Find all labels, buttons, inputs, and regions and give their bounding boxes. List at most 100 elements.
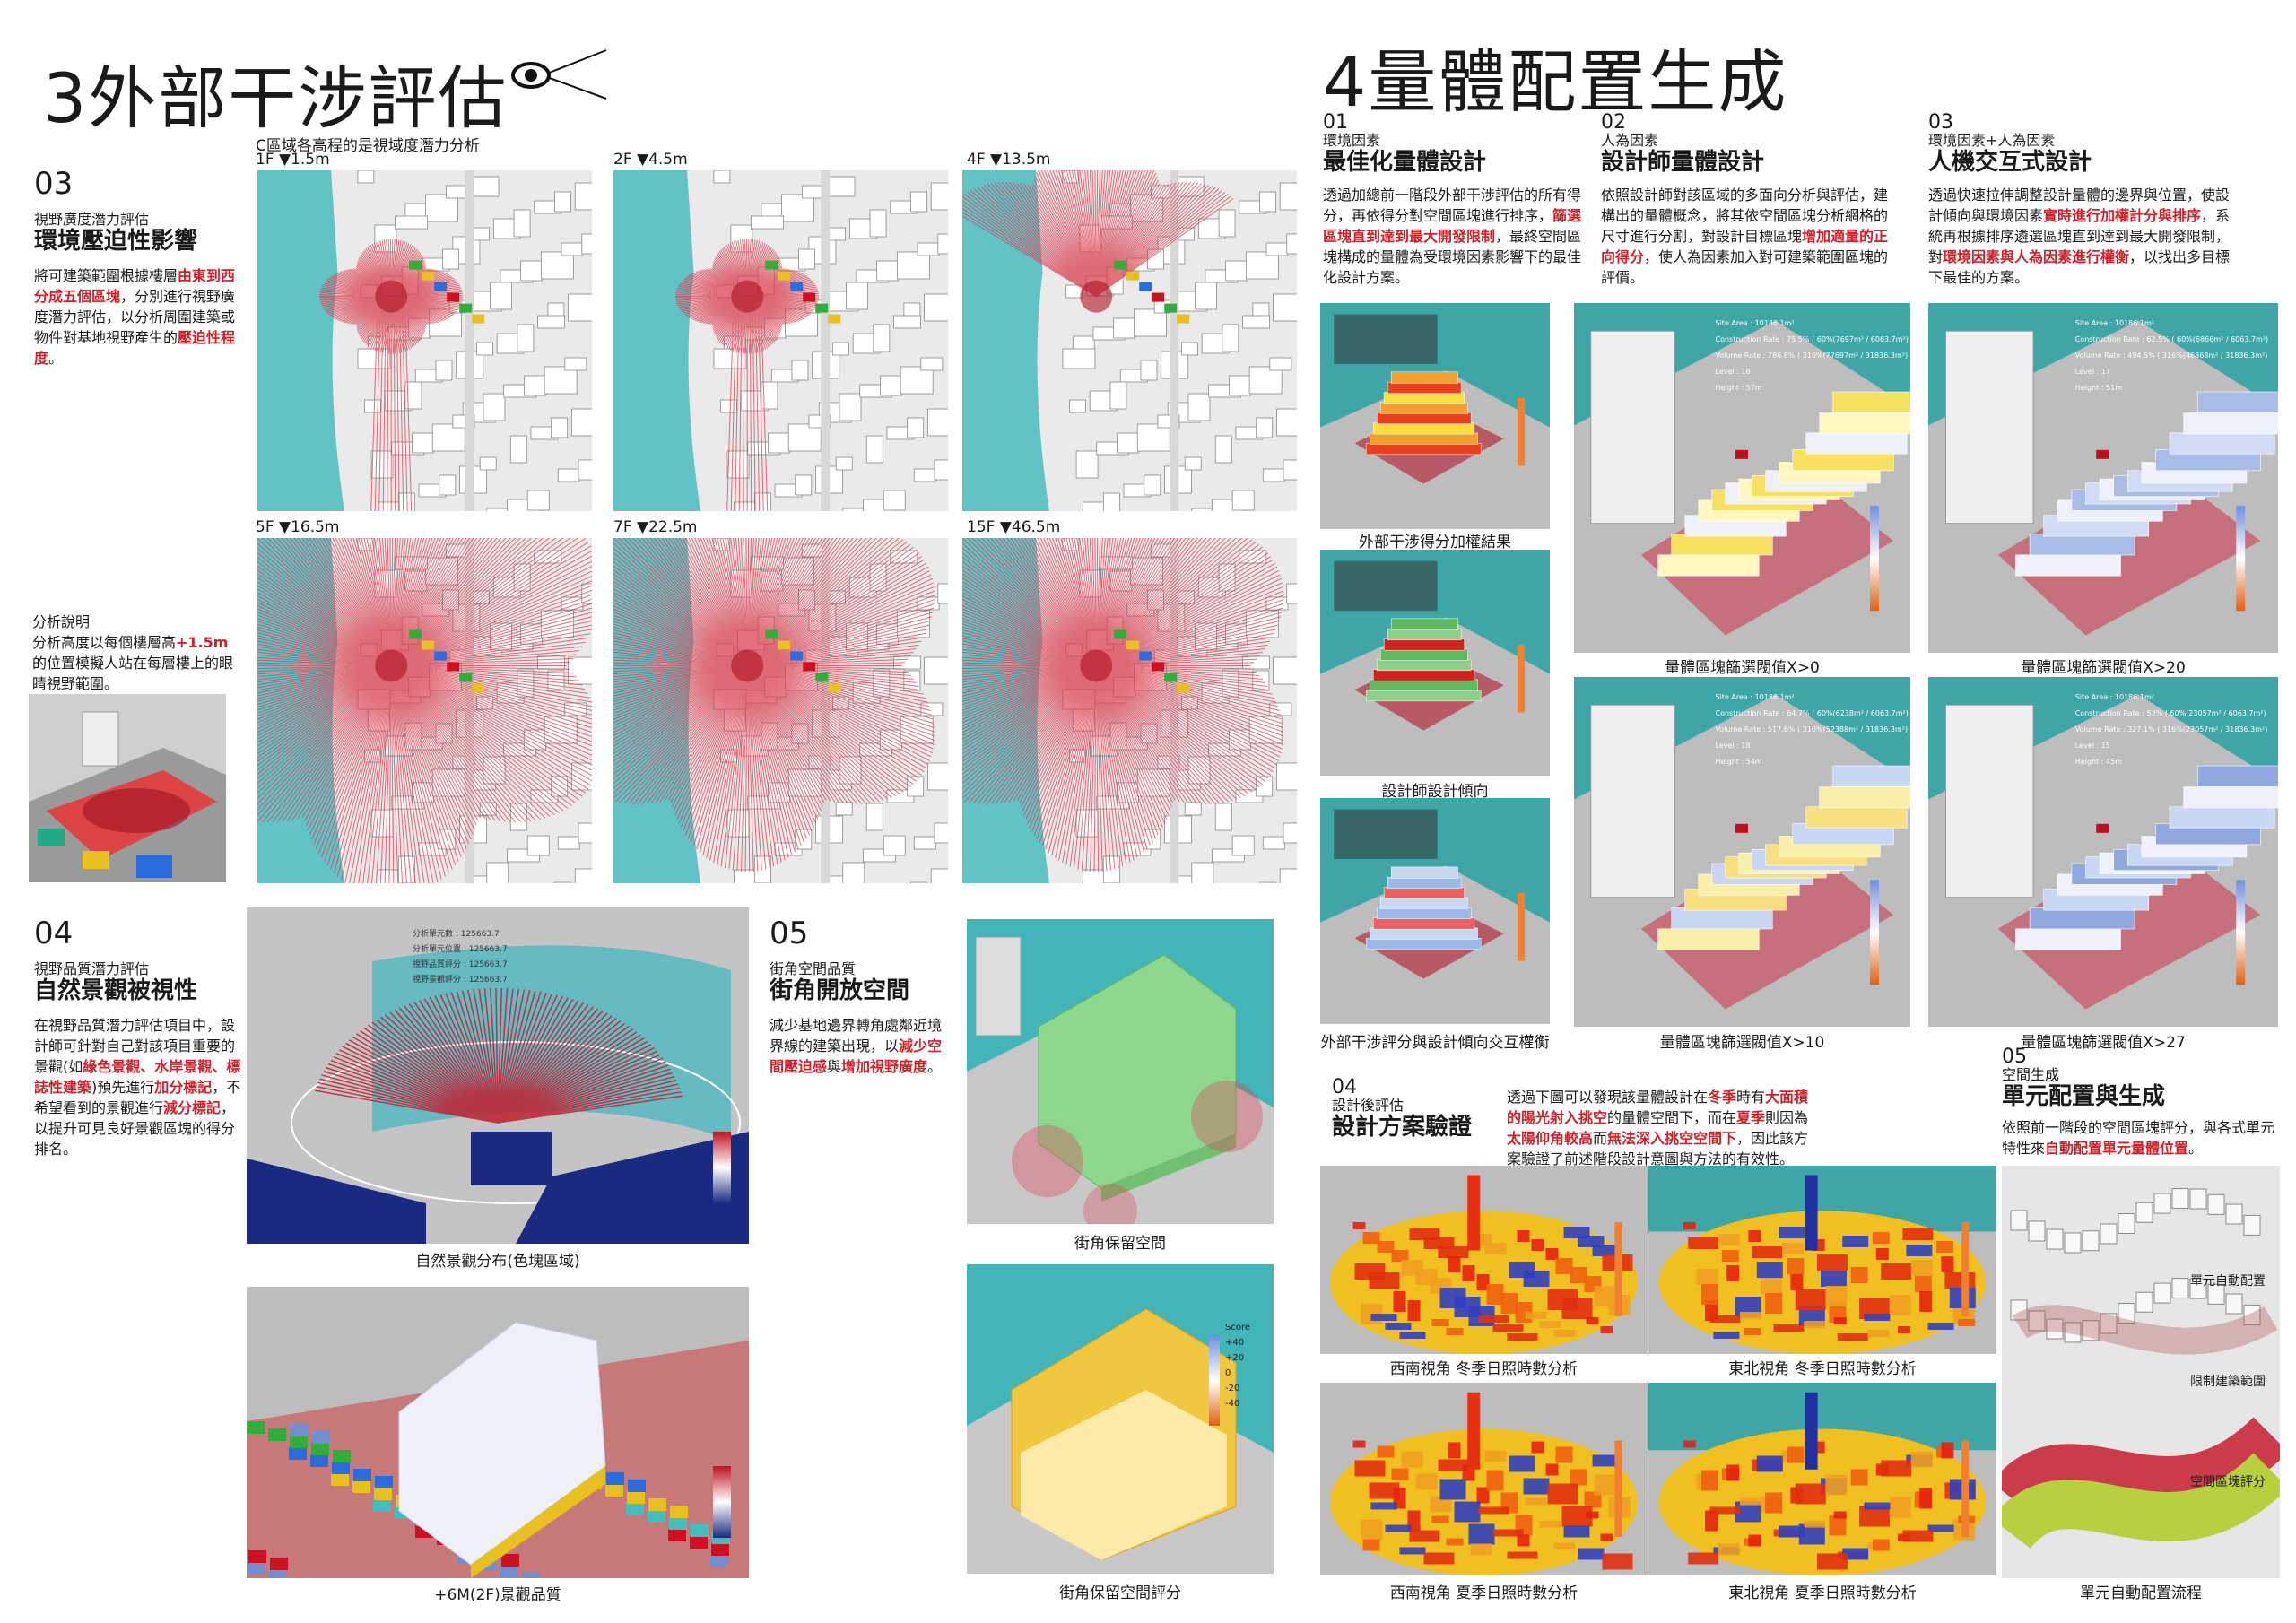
s04-sub: 視野品質潛力評估 bbox=[34, 960, 150, 977]
c04-block: 04 設計後評估 設計方案驗證 bbox=[1332, 1078, 1484, 1141]
left-caption-2: 設計師設計傾向 bbox=[1381, 783, 1489, 801]
c02-num: 02 bbox=[1601, 111, 1626, 134]
s03-body: 將可建築範圍根據樓層由東到西分成五個區塊，分別進行視野廣度潛力評估，以分析周圍建… bbox=[34, 267, 236, 367]
section4-title: 4量體配置生成 bbox=[1323, 42, 1788, 122]
landscape-caption-1: 自然景觀分布(色塊區域) bbox=[415, 1253, 580, 1271]
c01-sub: 環境因素 bbox=[1323, 132, 1381, 149]
floor-label-1: 1F ▼1.5m bbox=[256, 151, 330, 169]
viewshed-map-4f bbox=[962, 170, 1297, 511]
c02-head: 設計師量體設計 bbox=[1601, 149, 1765, 176]
viewshed-map-1f bbox=[257, 170, 592, 511]
c03-head: 人機交互式設計 bbox=[1928, 149, 2092, 176]
sun-caption-3: 西南視角 夏季日照時數分析 bbox=[1389, 1584, 1578, 1602]
external-score-render bbox=[1320, 303, 1550, 529]
floor-label-5: 7F ▼22.5m bbox=[613, 518, 698, 536]
c01-body: 透過加總前一階段外部干涉評估的所有得分，再依得分對空間區塊進行排序，篩選區塊直到… bbox=[1323, 187, 1582, 286]
mass-caption-3: 量體區塊篩選閥值X>10 bbox=[1659, 1034, 1825, 1052]
c01-head: 最佳化量體設計 bbox=[1323, 149, 1487, 176]
sun-caption-1: 西南視角 冬季日照時數分析 bbox=[1389, 1360, 1578, 1378]
unit-label-1: 單元自動配置 bbox=[2190, 1274, 2266, 1289]
mass-caption-1: 量體區塊篩選閥值X>0 bbox=[1665, 659, 1820, 677]
c01-block: 01 環境因素 最佳化量體設計 透過加總前一階段外部干涉評估的所有得分，再依得分… bbox=[1323, 113, 1583, 288]
c04-body: 透過下圖可以發現該量體設計在冬季時有大面積的陽光射入挑空的量體空間下，而在夏季則… bbox=[1507, 1089, 1809, 1167]
c02-sub: 人為因素 bbox=[1601, 132, 1659, 149]
sun-sw-winter bbox=[1320, 1166, 1648, 1354]
corner-space-render bbox=[967, 919, 1274, 1224]
viewshed-map-7f bbox=[613, 538, 948, 883]
c03-sub: 環境因素+人為因素 bbox=[1928, 132, 2056, 149]
floor-label-2: 2F ▼4.5m bbox=[613, 151, 688, 169]
s03-head: 環境壓迫性影響 bbox=[34, 228, 198, 255]
grid-label: C區域各高程的是視域度潛力分析 bbox=[256, 137, 480, 155]
unit-flow-render: 單元自動配置 限制建築範圍 空間區塊評分 bbox=[2002, 1166, 2280, 1578]
unit-label-2: 限制建築範圍 bbox=[2190, 1375, 2266, 1389]
sun-sw-summer bbox=[1320, 1383, 1648, 1575]
c05-num: 05 bbox=[2002, 1046, 2027, 1068]
s04-block: 04 視野品質潛力評估 自然景觀被視性 在視野品質潛力評估項目中，設計師可針對自… bbox=[34, 918, 242, 1159]
s05-num: 05 bbox=[770, 916, 809, 951]
mass-caption-2: 量體區塊篩選閥值X>20 bbox=[2021, 659, 2186, 677]
c05-body: 依照前一階段的空間區塊評分，與各式單元特性來自動配置單元量體位置。 bbox=[2002, 1119, 2275, 1157]
sun-ne-summer bbox=[1648, 1383, 1996, 1575]
c02-body: 依照設計師對該區域的多面向分析與評估，建構出的量體概念，將其依空間區塊分析網格的… bbox=[1601, 187, 1889, 286]
c03-block: 03 環境因素+人為因素 人機交互式設計 透過快速拉伸調整設計量體的邊界與位置，… bbox=[1928, 113, 2233, 288]
s05-body: 減少基地邊界轉角處鄰近境界線的建築出現，以減少空間壓迫感與增加視野廣度。 bbox=[770, 1017, 943, 1075]
c05-block: 05 空間生成 單元配置與生成 依照前一階段的空間區塊評分，與各式單元特性來自動… bbox=[2002, 1047, 2280, 1159]
viewshed-map-2f bbox=[613, 170, 948, 511]
s03-num: 03 bbox=[34, 166, 74, 202]
section3-title: 3外部干涉評估 bbox=[43, 58, 509, 138]
c03-num: 03 bbox=[1928, 111, 1953, 134]
landscape-quality-render bbox=[247, 1287, 749, 1578]
landscape-caption-2: +6M(2F)景觀品質 bbox=[434, 1586, 561, 1604]
corner-caption-2: 街角保留空間評分 bbox=[1059, 1584, 1181, 1602]
c03-body: 透過快速拉伸調整設計量體的邊界與位置，使設計傾向與環境因素實時進行加權計分與排序… bbox=[1928, 187, 2231, 286]
s05-block: 05 街角空間品質 街角開放空間 減少基地邊界轉角處鄰近境界線的建築出現，以減少… bbox=[770, 918, 949, 1077]
note-head: 分析說明 bbox=[32, 613, 91, 630]
sun-caption-4: 東北視角 夏季日照時數分析 bbox=[1728, 1584, 1917, 1602]
floor-label-3: 4F ▼13.5m bbox=[967, 151, 1051, 169]
note-render bbox=[29, 694, 226, 882]
c05-head: 單元配置與生成 bbox=[2002, 1083, 2166, 1110]
sun-caption-2: 東北視角 冬季日照時數分析 bbox=[1728, 1360, 1917, 1378]
viewshed-map-5f bbox=[257, 538, 592, 883]
floor-label-4: 5F ▼16.5m bbox=[256, 518, 340, 536]
viewshed-map-15f bbox=[962, 538, 1297, 883]
c04-head: 設計方案驗證 bbox=[1332, 1114, 1473, 1141]
left-caption-3: 外部干涉評分與設計傾向交互權衡 bbox=[1320, 1034, 1550, 1052]
floor-label-6: 15F ▼46.5m bbox=[967, 518, 1061, 536]
s04-body: 在視野品質潛力評估項目中，設計師可針對自己對該項目重要的景觀(如綠色景觀、水岸景… bbox=[34, 1017, 241, 1158]
s05-head: 街角開放空間 bbox=[770, 977, 910, 1004]
designer-intent-render bbox=[1320, 550, 1550, 776]
mass-caption-4: 量體區塊篩選閥值X>27 bbox=[2021, 1034, 2186, 1052]
eye-icon bbox=[511, 49, 607, 100]
unit-caption: 單元自動配置流程 bbox=[2080, 1584, 2202, 1602]
s03-sub: 視野廣度潛力評估 bbox=[34, 211, 150, 228]
corner-caption-1: 街角保留空間 bbox=[1074, 1235, 1166, 1253]
s03-block: 03 視野廣度潛力評估 環境壓迫性影響 將可建築範圍根據樓層由東到西分成五個區塊… bbox=[34, 169, 242, 369]
c04-num: 04 bbox=[1332, 1076, 1357, 1098]
c02-block: 02 人為因素 設計師量體設計 依照設計師對該區域的多面向分析與評估，建構出的量… bbox=[1601, 113, 1892, 288]
s04-num: 04 bbox=[34, 916, 74, 951]
c04-sub: 設計後評估 bbox=[1332, 1097, 1405, 1114]
analysis-note: 分析說明 分析高度以每個樓層高+1.5m的位置模擬人站在每層樓上的眼睛視野範圍。 bbox=[32, 612, 240, 694]
c01-num: 01 bbox=[1323, 111, 1348, 134]
s04-head: 自然景觀被視性 bbox=[34, 977, 198, 1004]
unit-label-3: 空間區塊評分 bbox=[2190, 1475, 2266, 1489]
interactive-render bbox=[1320, 798, 1550, 1024]
c05-sub: 空間生成 bbox=[2002, 1066, 2060, 1083]
left-caption-1: 外部干涉得分加權結果 bbox=[1359, 534, 1511, 551]
sun-ne-winter bbox=[1648, 1166, 1996, 1354]
s05-sub: 街角空間品質 bbox=[770, 960, 857, 977]
